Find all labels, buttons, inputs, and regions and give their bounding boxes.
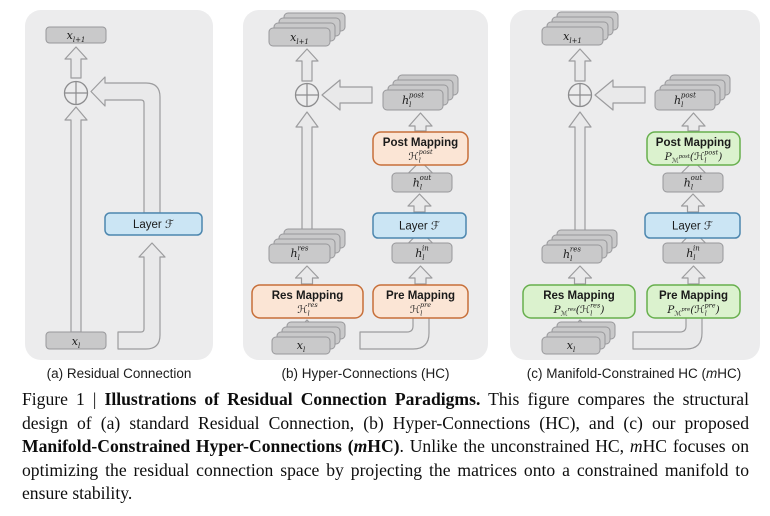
x-next-label: xl+1 [290, 31, 309, 46]
arrow-postmap-to-hpost [681, 112, 706, 132]
h-in-box [662, 242, 724, 264]
layer-label: Layer ℱ [672, 219, 713, 233]
layer-label: Layer ℱ [133, 217, 174, 231]
x-input-label: xl [297, 339, 305, 354]
h-post-label: hlpost [402, 92, 424, 110]
arrow-premap-to-hin [408, 265, 433, 285]
figure-caption: Figure 1 | Illustrations of Residual Con… [22, 389, 750, 504]
h-in-box [391, 242, 453, 264]
h-out-box [662, 172, 724, 193]
x-next-label: xl+1 [67, 29, 86, 44]
x-next-stack [541, 11, 619, 46]
post-mapping-box [372, 131, 469, 166]
h-out-label: hlout [413, 174, 432, 192]
h-post-stack [654, 74, 731, 111]
post-mapping-title: Post Mapping [656, 137, 731, 149]
x-input-stack [271, 321, 346, 355]
plus-cross-icon [64, 81, 88, 105]
res-mapping-formula: Pℳres(ℋlres) [553, 302, 605, 318]
arrow-layer-to-hout [407, 193, 432, 213]
x-input-stack [541, 321, 616, 355]
h-res-label: hlres [563, 246, 581, 264]
caption-bold-title: Illustrations of Residual Connection Par… [104, 389, 481, 409]
arrow-hpost-to-sum [594, 79, 646, 111]
arrow-hpost-to-sum [321, 79, 373, 111]
plus-cross-icon [295, 83, 319, 107]
arrow-resmap-to-hres [294, 265, 320, 285]
post-mapping-formula: ℋlpost [408, 148, 433, 165]
caption-figure-number: Figure 1 | [22, 389, 105, 409]
pre-mapping-box [372, 284, 469, 319]
x-input-label: xl [567, 339, 575, 354]
panel-c-diagram: xl+1 hlpost Post Mapping Pℳpost(ℋlpost) … [510, 10, 760, 360]
layer-box [104, 212, 203, 236]
x-input-label: xl [72, 335, 80, 350]
post-mapping-formula: Pℳpost(ℋlpost) [664, 149, 723, 165]
residual-stream-arrow [295, 111, 319, 235]
x-next-box [45, 26, 107, 44]
arrow-sum-to-output [295, 48, 319, 82]
post-mapping-box [646, 131, 741, 166]
res-mapping-formula: ℋlres [297, 301, 318, 318]
h-out-label: hlout [684, 174, 703, 192]
pre-mapping-formula: ℋlpre [410, 301, 431, 318]
arrow-premap-to-hin [681, 265, 706, 285]
residual-stream-arrow [568, 111, 592, 235]
arrow-layer-to-hout [680, 193, 706, 213]
h-res-label: hlres [291, 245, 309, 263]
layer-label: Layer ℱ [399, 219, 440, 233]
x-next-stack [268, 12, 346, 47]
h-in-label: hlin [686, 245, 700, 263]
pre-mapping-box [646, 284, 741, 319]
input-to-layer-curve-arrow [117, 242, 166, 350]
res-mapping-title: Res Mapping [543, 290, 615, 302]
residual-stream-arrow [64, 106, 88, 333]
arrow-sum-to-output [64, 46, 88, 79]
panel-a-caption: (a) Residual Connection [46, 366, 192, 381]
h-out-box [391, 172, 453, 193]
x-next-label: xl+1 [563, 30, 582, 45]
res-mapping-title: Res Mapping [272, 290, 344, 302]
panel-b-caption: (b) Hyper-Connections (HC) [281, 366, 450, 381]
arrow-resmap-to-hres [567, 265, 593, 285]
layer-box [372, 212, 467, 239]
plus-cross-icon [568, 83, 592, 107]
arrow-sum-to-output [568, 48, 592, 82]
h-res-stack [268, 228, 346, 264]
panel-b-diagram: xl+1 hlpost Post Mapping ℋlpost hlout La… [243, 10, 488, 360]
panel-a-background [25, 10, 213, 360]
layer-to-sum-curve-arrow [90, 76, 161, 214]
h-post-stack [382, 74, 459, 111]
post-mapping-title: Post Mapping [383, 137, 458, 149]
h-post-label: hlpost [674, 92, 696, 110]
res-mapping-box [251, 284, 364, 319]
h-in-label: hlin [415, 245, 429, 263]
panel-c-caption: (c) Manifold-Constrained HC (mHC) [526, 366, 742, 381]
arrow-postmap-to-hpost [408, 112, 433, 132]
pre-mapping-formula: Pℳpre(ℋlpre) [666, 302, 719, 318]
res-mapping-box [522, 284, 636, 319]
h-res-stack [541, 229, 618, 264]
x-input-box [45, 331, 107, 350]
layer-box [644, 212, 741, 239]
pre-mapping-title: Pre Mapping [659, 290, 728, 302]
panel-a-diagram: xl+1 xl Layer ℱ [25, 10, 213, 360]
pre-mapping-title: Pre Mapping [386, 290, 455, 302]
